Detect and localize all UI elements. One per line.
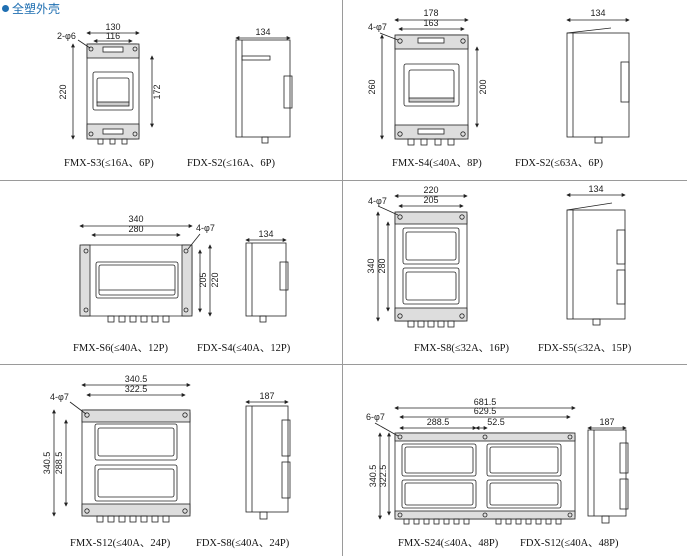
p6-dim-top-mid-part: 52.5 <box>487 417 505 427</box>
panel-5-dimensions <box>52 383 289 517</box>
p6-dim-height-inner: 322.5 <box>378 465 388 488</box>
dimension-labels: 130 116 2-φ6 220 172 134 178 163 4-φ7 26… <box>42 8 615 487</box>
panel-1-dimensions <box>71 31 291 140</box>
panel-5-front-view <box>81 409 191 523</box>
section-title-text: 全塑外壳 <box>12 1 61 16</box>
panel-6-front-view <box>394 432 576 525</box>
p5-dim-top-outer: 340.5 <box>125 374 148 384</box>
p3-dim-hole: 4-φ7 <box>196 223 215 233</box>
p5-dim-side-width: 187 <box>259 391 274 401</box>
p1-dim-side-width: 134 <box>255 27 270 37</box>
p3-dim-height-inner: 205 <box>198 272 208 287</box>
p2-dim-height-outer: 260 <box>367 79 377 94</box>
p2-dim-top-inner: 163 <box>423 18 438 28</box>
p3-dim-top-inner: 280 <box>128 224 143 234</box>
panel-4-side-view <box>566 202 626 326</box>
p5-dim-top-inner: 322.5 <box>125 384 148 394</box>
p2-dim-height-inner: 200 <box>478 79 488 94</box>
grid-divider-vertical <box>342 0 343 556</box>
p4-dim-top-outer: 220 <box>423 185 438 195</box>
p4-dim-top-inner: 205 <box>423 195 438 205</box>
p3-dim-side-width: 134 <box>258 229 273 239</box>
p4-caption-left: FMX-S8(≤32A、16P) <box>414 343 510 354</box>
p2-dim-top-outer: 178 <box>423 8 438 18</box>
p5-dim-height-inner: 288.5 <box>54 452 64 475</box>
p4-caption-right: FDX-S5(≤32A、15P) <box>538 343 632 354</box>
grid-divider-row1 <box>0 180 687 181</box>
p6-dim-top-inner: 629.5 <box>474 406 497 416</box>
p1-caption-left: FMX-S3(≤16A、6P) <box>64 158 154 169</box>
p1-dim-height-inner: 172 <box>152 84 162 99</box>
p4-dim-height-inner: 280 <box>377 258 387 273</box>
panel-6-dimensions <box>374 406 627 520</box>
p1-dim-hole: 2-φ6 <box>57 31 76 41</box>
bullet-icon <box>2 4 9 12</box>
p2-caption-right: FDX-S2(≤63A、6P) <box>515 158 604 169</box>
panel-2-front-view <box>394 34 469 146</box>
p1-dim-height-outer: 220 <box>58 84 68 99</box>
p6-dim-top-outer: 681.5 <box>474 397 497 407</box>
p4-dim-side-width: 134 <box>588 184 603 194</box>
panel-3-dimensions <box>79 224 287 317</box>
panel-4-dimensions <box>376 193 626 322</box>
p6-dim-top-left-part: 288.5 <box>427 417 450 427</box>
panel-1-side-view <box>235 39 293 144</box>
p6-dim-side-width: 187 <box>599 417 614 427</box>
panel-2-dimensions <box>379 18 630 140</box>
p1-dim-top-inner: 116 <box>106 31 120 41</box>
panel-3-side-view <box>245 242 289 323</box>
panel-6-side-view <box>587 429 629 524</box>
grid-divider-row2 <box>0 364 687 365</box>
p6-caption-right: FDX-S12(≤40A、48P) <box>520 538 619 549</box>
p1-caption-right: FDX-S2(≤16A、6P) <box>187 158 276 169</box>
p2-dim-side-width: 134 <box>590 8 605 18</box>
panel-4-front-view <box>394 211 468 328</box>
panel-5-side-view <box>245 405 291 520</box>
section-title: 全塑外壳 <box>2 0 60 16</box>
p4-dim-hole: 4-φ7 <box>368 196 387 206</box>
panel-2-side-view <box>566 27 630 144</box>
p5-dim-hole: 4-φ7 <box>50 392 69 402</box>
p3-caption-left: FMX-S6(≤40A、12P) <box>73 343 169 354</box>
p6-dim-height-outer: 340.5 <box>368 465 378 488</box>
p3-caption-right: FDX-S4(≤40A、12P) <box>197 343 291 354</box>
p6-dim-hole: 6-φ7 <box>366 412 385 422</box>
p1-dim-top-outer: 130 <box>105 22 120 32</box>
p4-dim-height-outer: 340 <box>366 258 376 273</box>
p2-dim-hole: 4-φ7 <box>368 22 387 32</box>
p3-dim-top-outer: 340 <box>128 214 143 224</box>
panel-3-front-view <box>79 244 193 323</box>
p5-caption-right: FDX-S8(≤40A、24P) <box>196 538 290 549</box>
p2-caption-left: FMX-S4(≤40A、8P) <box>392 158 482 169</box>
p5-caption-left: FMX-S12(≤40A、24P) <box>70 538 171 549</box>
panel-1-front-view <box>86 43 140 145</box>
captions: FMX-S3(≤16A、6P) FDX-S2(≤16A、6P) FMX-S4(≤… <box>64 158 632 549</box>
p3-dim-height-outer: 220 <box>210 272 220 287</box>
p6-caption-left: FMX-S24(≤40A、48P) <box>398 538 499 549</box>
p5-dim-height-outer: 340.5 <box>42 452 52 475</box>
